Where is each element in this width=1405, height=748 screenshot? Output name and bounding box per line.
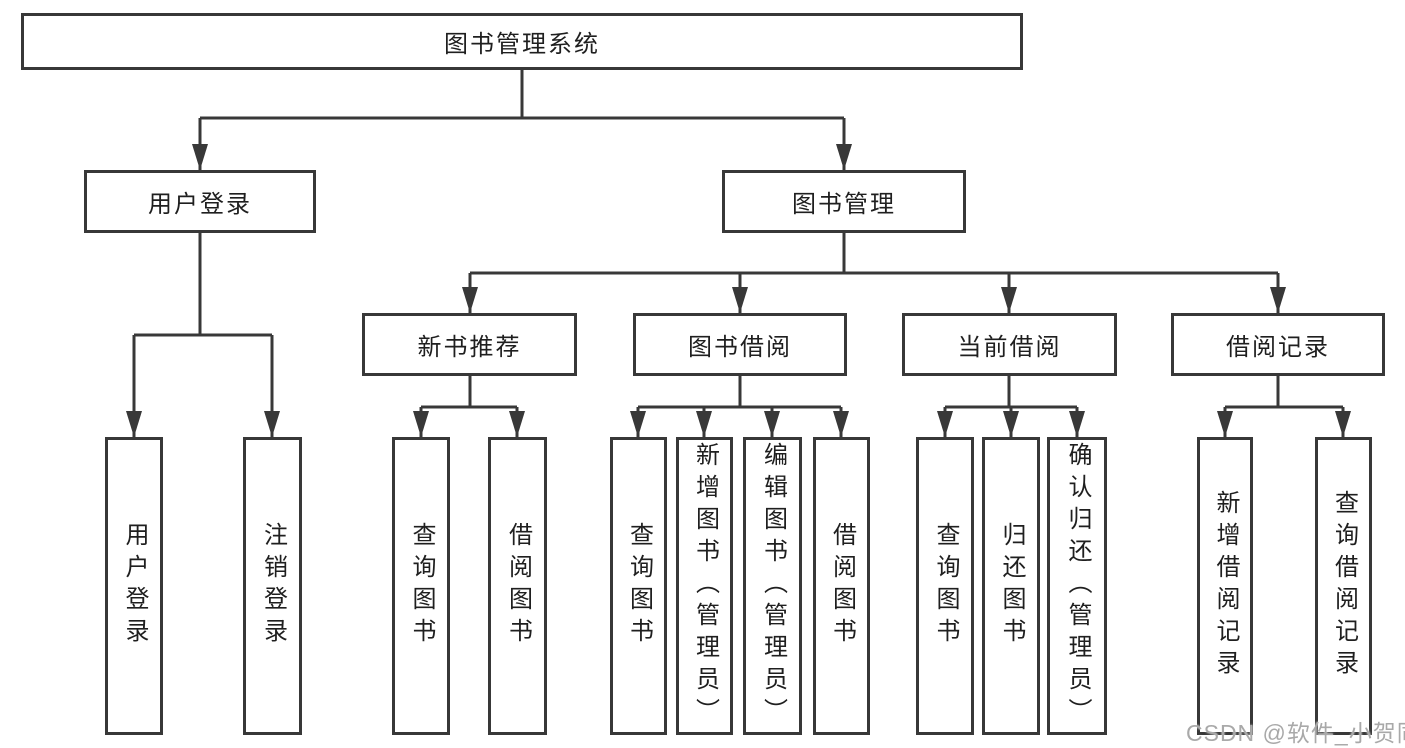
leaf-borrow-books-borrowing: 借阅图书 [813, 437, 870, 735]
arrow-down-icon [1003, 411, 1019, 437]
node-label: 借阅记录 [1226, 334, 1330, 361]
node-label: 图书借阅 [688, 334, 792, 361]
node-label: 新书推荐 [417, 334, 522, 361]
leaf-label: 注销登录 [259, 522, 287, 650]
leaf-confirm-return-admin: 确认归还（管理员） [1047, 437, 1107, 735]
node-label: 图书管理 [792, 191, 896, 218]
arrow-down-icon [509, 411, 525, 437]
node-label: 用户登录 [148, 191, 252, 218]
node-borrowing-records: 借阅记录 [1171, 313, 1385, 376]
connector-user-login [132, 233, 274, 437]
node-user-login: 用户登录 [84, 170, 316, 233]
arrow-down-icon [764, 411, 780, 437]
arrow-down-icon [1069, 411, 1085, 437]
leaf-label: 确认归还（管理员） [1064, 442, 1091, 730]
leaf-logout: 注销登录 [243, 437, 302, 735]
leaf-label: 归还图书 [998, 522, 1025, 650]
leaf-label: 查询借阅记录 [1330, 490, 1358, 682]
arrow-down-icon [937, 411, 953, 437]
leaf-add-books-admin: 新增图书（管理员） [676, 437, 733, 735]
leaf-query-books-current: 查询图书 [916, 437, 974, 735]
arrow-down-icon [1270, 287, 1286, 313]
arrow-down-icon [1217, 411, 1233, 437]
connector-new-book-recommend [419, 376, 519, 437]
leaf-label: 查询图书 [625, 522, 653, 650]
arrow-down-icon [192, 144, 208, 170]
connector-book-management [468, 233, 1280, 313]
node-label: 图书管理系统 [444, 31, 600, 58]
leaf-user-login: 用户登录 [105, 437, 163, 735]
leaf-edit-books-admin: 编辑图书（管理员） [743, 437, 802, 735]
leaf-query-borrow-record: 查询借阅记录 [1315, 437, 1372, 735]
node-book-borrowing: 图书借阅 [633, 313, 847, 376]
csdn-watermark: CSDN @软件_小贺同学 [1186, 720, 1405, 746]
arrow-down-icon [413, 411, 429, 437]
arrow-down-icon [833, 411, 849, 437]
node-current-borrowing: 当前借阅 [902, 313, 1117, 376]
arrow-down-icon [1335, 411, 1351, 437]
leaf-label: 新增借阅记录 [1212, 490, 1239, 682]
arrow-down-icon [264, 411, 280, 437]
leaf-add-borrow-record: 新增借阅记录 [1197, 437, 1253, 735]
leaf-return-books: 归还图书 [982, 437, 1040, 735]
arrow-down-icon [732, 287, 748, 313]
leaf-label: 用户登录 [121, 522, 148, 650]
leaf-label: 查询图书 [932, 522, 959, 650]
leaf-label: 查询图书 [408, 522, 435, 650]
arrow-down-icon [1001, 287, 1017, 313]
leaf-query-books-borrowing: 查询图书 [610, 437, 667, 735]
arrow-down-icon [462, 287, 478, 313]
node-library-management-system: 图书管理系统 [21, 13, 1023, 70]
leaf-label: 借阅图书 [504, 522, 532, 650]
arrow-down-icon [630, 411, 646, 437]
leaf-borrow-books-recommend: 借阅图书 [488, 437, 547, 735]
node-book-management: 图书管理 [722, 170, 966, 233]
arrow-down-icon [126, 411, 142, 437]
arrowhead-icons [126, 144, 1351, 437]
connector-root [198, 70, 846, 170]
leaf-label: 借阅图书 [828, 522, 856, 650]
arrow-down-icon [836, 144, 852, 170]
leaf-label: 编辑图书（管理员） [759, 442, 787, 730]
leaf-query-books-recommend: 查询图书 [392, 437, 450, 735]
arrow-down-icon [696, 411, 712, 437]
node-new-book-recommend: 新书推荐 [362, 313, 577, 376]
connector-book-borrowing [636, 376, 843, 437]
node-label: 当前借阅 [957, 334, 1062, 361]
connector-borrowing-records [1223, 376, 1345, 437]
leaf-label: 新增图书（管理员） [691, 442, 719, 730]
